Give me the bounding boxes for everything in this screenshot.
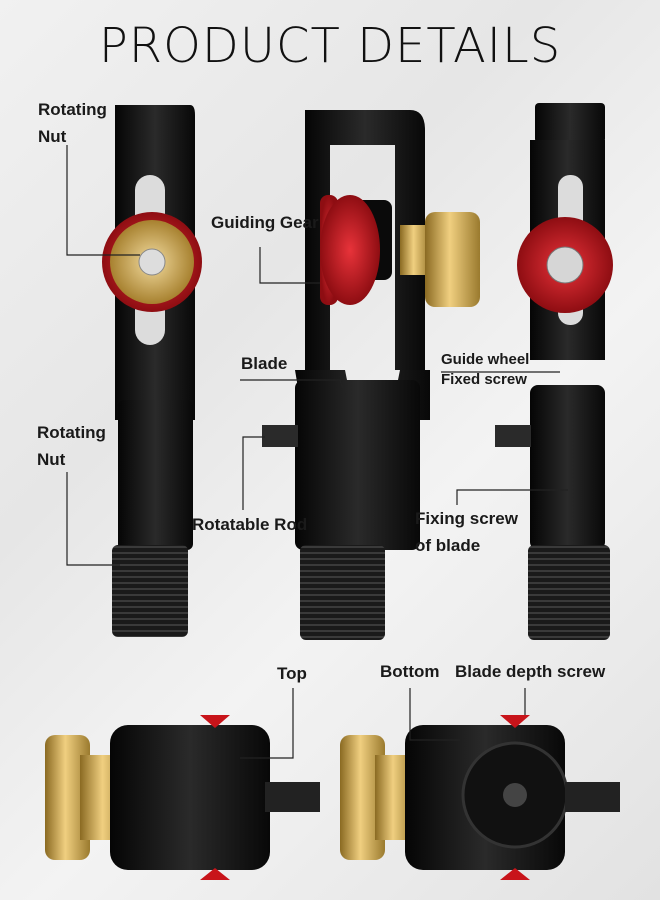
fixing-screw-label-line1: Fixing screw — [415, 509, 518, 528]
fixing-screw-label-line2: of blade — [415, 536, 481, 555]
guide-wheel-label-line1: Guide wheel — [441, 351, 530, 368]
page-title: PRODUCT DETAILS — [98, 18, 562, 74]
top-label: Top — [277, 664, 307, 683]
tool-bottom-view — [340, 715, 620, 880]
tool-right-view — [495, 103, 613, 640]
rotatable-rod-label: Rotatable Rod — [192, 515, 308, 534]
guide-wheel-label: Guide wheel Fixed screw — [441, 350, 529, 390]
rotating-nut-label-top-line2: Nut — [38, 127, 67, 146]
bottom-label: Bottom — [380, 662, 440, 681]
rotating-nut-label-bottom-line2: Nut — [37, 450, 66, 469]
fixing-screw-label: Fixing screw of blade — [415, 505, 518, 559]
blade-label: Blade — [241, 354, 288, 373]
leader-lines — [66, 145, 568, 759]
rotating-nut-label-top-line1: Rotating — [38, 100, 107, 119]
guide-wheel-label-line2: Fixed screw — [441, 371, 527, 388]
blade-depth-screw-label: Blade depth screw — [455, 662, 606, 681]
tool-left-view — [102, 105, 202, 637]
rotating-nut-label-bottom-line1: Rotating — [37, 423, 106, 442]
tool-top-view — [45, 715, 320, 880]
guiding-gear-label: Guiding Gear — [211, 213, 319, 232]
rotating-nut-label-bottom: Rotating Nut — [37, 419, 106, 473]
rotating-nut-label-top: Rotating Nut — [38, 96, 107, 150]
tool-middle-view — [262, 110, 480, 640]
